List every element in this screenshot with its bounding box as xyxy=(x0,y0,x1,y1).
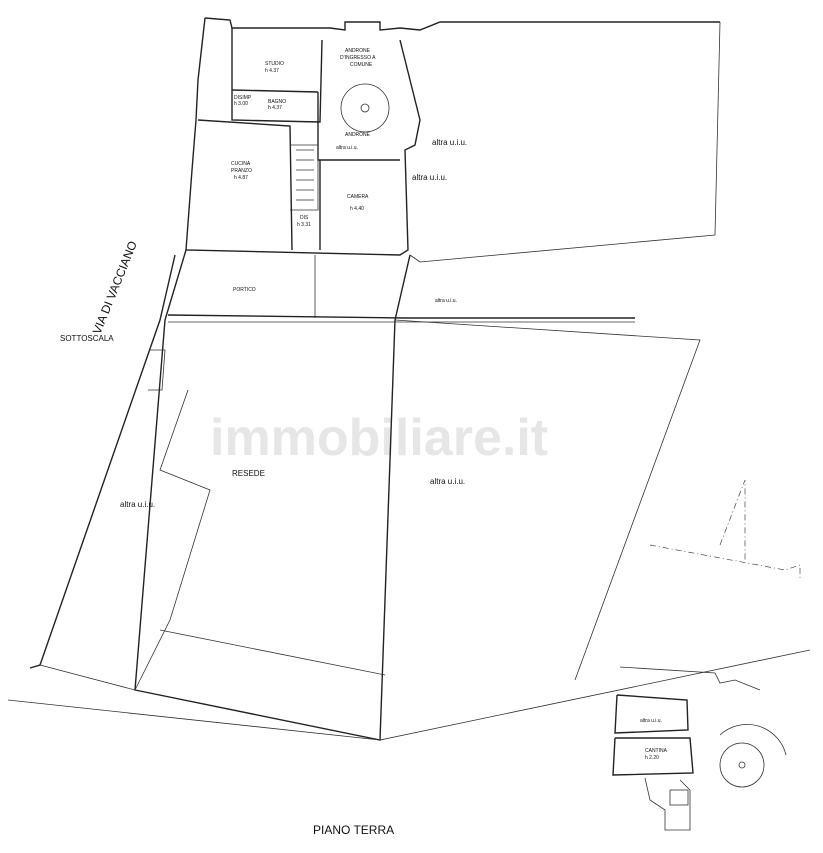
other-unit-label-4: altra u.i.u. xyxy=(430,477,465,486)
room-studio-height: h 4.37 xyxy=(265,68,279,74)
room-bagno-height: h 4.37 xyxy=(268,105,282,111)
room-androne-comune-label-3: COMUNE xyxy=(350,62,373,68)
room-disimp-label: DISIMP xyxy=(234,95,252,101)
street-name: VIA DI VACCIANO xyxy=(90,239,140,336)
room-cantina-label: CANTINA xyxy=(645,748,668,754)
room-androne-comune-label-2: D'INGRESSO A xyxy=(340,55,376,61)
other-unit-label-cellar: altra u.i.u. xyxy=(640,718,662,724)
floor-title: PIANO TERRA xyxy=(313,823,394,837)
room-camera-label: CAMERA xyxy=(347,194,369,200)
watermark: immobiliare.it xyxy=(210,409,548,467)
room-cucina-label: CUCINA xyxy=(231,161,251,167)
spiral-staircase xyxy=(340,83,390,133)
room-resede-label: RESEDE xyxy=(232,469,265,478)
building-walls xyxy=(7,17,811,741)
room-bagno-label: BAGNO xyxy=(268,99,286,105)
room-disimp-height: h 3.00 xyxy=(234,101,248,107)
other-unit-label-1: altra u.i.u. xyxy=(432,138,467,147)
room-camera-height: h 4.40 xyxy=(350,206,364,212)
cellar-inset xyxy=(612,666,787,831)
room-cantina-height: h 2.20 xyxy=(645,755,659,761)
room-androne-comune-label: ANDRONE xyxy=(345,48,371,54)
other-unit-label-androne: altra u.i.u. xyxy=(336,145,358,151)
room-portico-label: PORTICO xyxy=(233,287,256,293)
room-androne-label: ANDRONE xyxy=(345,132,371,138)
room-sottoscala-label: SOTTOSCALA xyxy=(60,334,114,343)
room-cucina-height: h 4.87 xyxy=(234,175,248,181)
other-unit-label-2: altra u.i.u. xyxy=(412,173,447,182)
room-studio-label: STUDIO xyxy=(265,61,284,67)
other-unit-label-3: altra u.i.u. xyxy=(435,298,457,304)
room-dis-height: h 3.31 xyxy=(297,222,311,228)
other-unit-label-5: altra u.i.u. xyxy=(120,500,155,509)
room-dis-label: DIS xyxy=(300,215,309,221)
room-cucina-label-2: PRANZO xyxy=(231,168,252,174)
